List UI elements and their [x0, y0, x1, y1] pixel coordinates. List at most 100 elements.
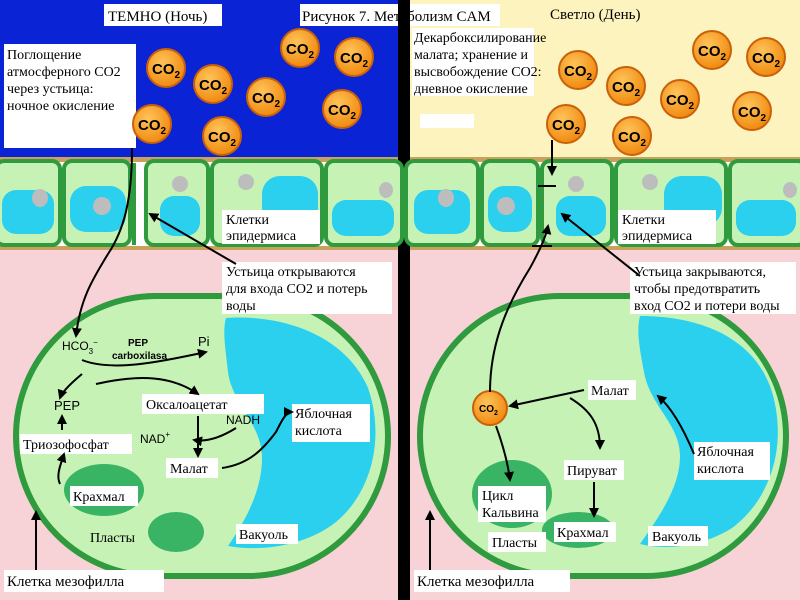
oxaloacetate-label: Оксалоацетат	[146, 398, 227, 413]
co2-bubbles: CO2 CO2 CO2 CO2 CO2 CO2 CO2 CO2 CO2 CO2 …	[132, 28, 786, 156]
co2-bubble-icon: CO2	[546, 104, 586, 144]
svg-text:CO2: CO2	[752, 50, 781, 70]
right-malic-label: Яблочная кислота	[697, 445, 757, 477]
right-starch-label: Крахмал	[557, 526, 609, 541]
co2-bubble-icon: CO2	[746, 37, 786, 77]
co2-bubble-icon: CO2	[472, 390, 508, 426]
arrow-icon	[656, 394, 695, 455]
calvin-box	[478, 486, 546, 522]
svg-text:CO2: CO2	[564, 63, 593, 83]
arrow-icon	[81, 348, 208, 367]
center-divider	[398, 0, 410, 600]
triose-box	[20, 434, 132, 454]
nad-label: NAD+	[140, 430, 170, 446]
svg-text:CO2: CO2	[738, 104, 767, 124]
co2-bubble-icon: CO2	[146, 48, 186, 88]
title-box-left	[300, 4, 398, 26]
left-starch-box	[70, 486, 138, 506]
left-starch-label: Крахмал	[73, 490, 125, 505]
calvin-label: Цикл Кальвина	[482, 489, 539, 521]
arrow-icon	[489, 224, 552, 393]
left-stoma-label-box	[222, 262, 392, 314]
left-mesophyll-label: Клетка мезофилла	[7, 574, 125, 590]
right-stoma-label: Устьица закрываются, чтобы предотвратить…	[634, 265, 780, 314]
right-note-box	[412, 28, 534, 96]
arrow-icon	[71, 147, 133, 338]
svg-text:CO2: CO2	[612, 79, 641, 99]
right-plastids-label: Пласты	[492, 536, 538, 551]
svg-text:CO2: CO2	[698, 43, 727, 63]
dark-label: ТЕМНО (Ночь)	[108, 9, 207, 25]
svg-text:CO2: CO2	[286, 41, 315, 61]
co2-bubble-icon: CO2	[322, 89, 362, 129]
left-epidermis-label-box	[222, 210, 320, 244]
svg-text:CO2: CO2	[552, 117, 581, 137]
co2-bubble-icon: CO2	[660, 79, 700, 119]
arrow-icon	[560, 212, 641, 277]
right-plastids-box	[488, 532, 546, 552]
arrow-icon	[192, 427, 237, 447]
arrow-icon	[508, 389, 585, 410]
arrow-icon	[495, 425, 514, 482]
co2-bubble-icon: CO2	[132, 104, 172, 144]
left-malate-box	[166, 458, 218, 478]
co2-bubble-icon: CO2	[246, 77, 286, 117]
left-epidermis-label: Клетки эпидермиса	[226, 213, 297, 244]
right-note: Декарбоксилирование малата; хранение и в…	[414, 31, 550, 97]
right-mesophyll-label: Клетка мезофилла	[417, 574, 535, 590]
co2-bubble-icon: CO2	[334, 37, 374, 77]
right-malic-box	[694, 442, 770, 480]
co2-bubble-icon: CO2	[606, 66, 646, 106]
right-epidermis	[404, 157, 800, 250]
right-vacuole-box	[648, 526, 708, 546]
co2-bubble-icon: CO2	[193, 64, 233, 104]
co2-bubble-icon: CO2	[202, 116, 242, 156]
right-vacuole-label: Вакуоль	[652, 530, 701, 545]
right-epidermis-label-box	[618, 210, 716, 244]
co2-bubble-icon: CO2	[732, 91, 772, 131]
left-vacuole-label: Вакуоль	[239, 528, 288, 543]
left-mesophyll-box	[4, 570, 164, 592]
nadh-label: NADH	[226, 413, 260, 427]
svg-text:CO2: CO2	[252, 90, 281, 110]
svg-text:CO2: CO2	[479, 404, 498, 417]
left-malic-label: Яблочная кислота	[295, 407, 355, 439]
svg-text:CO2: CO2	[328, 102, 357, 122]
co2-bubble-icon: CO2	[692, 30, 732, 70]
co2-bubble-icon: CO2	[558, 50, 598, 90]
left-malate-label: Малат	[170, 462, 208, 477]
right-vacuole	[638, 316, 778, 547]
right-arrows	[425, 140, 695, 570]
arrow-icon	[569, 397, 605, 450]
svg-text:CO2: CO2	[138, 117, 167, 137]
co2-bubble-icon: CO2	[612, 116, 652, 156]
arrow-icon	[95, 377, 200, 396]
right-stoma-label-box	[630, 262, 796, 314]
arrow-icon	[57, 373, 83, 400]
arrow-icon	[148, 212, 237, 265]
left-arrows	[31, 147, 294, 570]
hco3-label: HCO3−	[62, 338, 98, 356]
figure-title: Рисунок 7. Метаболизм CAM	[302, 9, 491, 25]
svg-text:CO2: CO2	[152, 61, 181, 81]
oxaloacetate-box	[142, 394, 264, 414]
dark-label-box	[104, 4, 222, 26]
right-note-blank	[420, 114, 474, 128]
left-epidermis	[0, 157, 404, 250]
pep-carboxylase-label: PEP carboxilasa	[112, 338, 167, 362]
left-vacuole-box	[236, 524, 298, 544]
pep-label: PEP	[54, 398, 80, 413]
title-box-right	[410, 4, 500, 26]
arrow-icon	[221, 407, 294, 469]
light-label: Светло (День)	[550, 7, 641, 23]
left-malic-box	[292, 404, 370, 442]
pyruvate-label: Пируват	[567, 464, 617, 479]
left-note: Поглощение атмосферного CO2 через устьиц…	[7, 48, 124, 114]
pi-label: Pi	[198, 334, 210, 349]
svg-text:CO2: CO2	[666, 92, 695, 112]
right-mesophyll-box	[414, 570, 570, 592]
right-malate-box	[588, 380, 636, 400]
arrow-icon	[56, 452, 67, 485]
